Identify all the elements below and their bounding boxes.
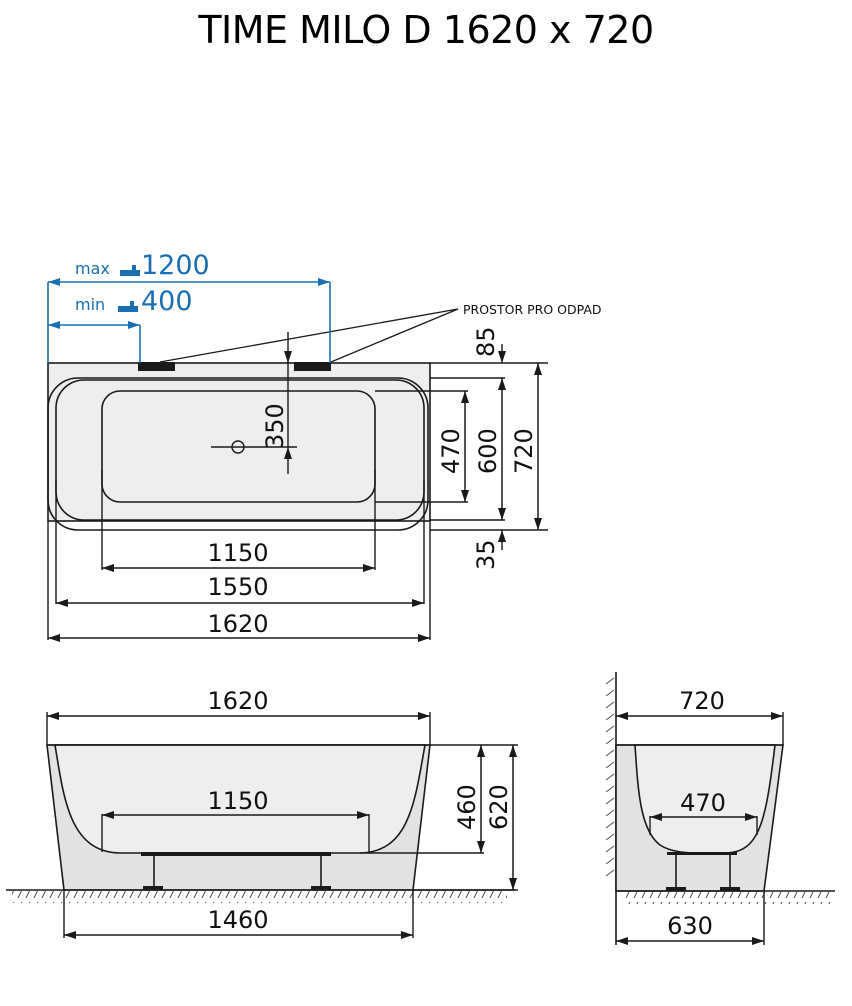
tap-icon — [118, 301, 138, 312]
tap-icon — [120, 265, 140, 276]
tap-min-value: 400 — [141, 286, 193, 317]
dim-inner-length: 1150 — [207, 539, 268, 567]
dim-total-height: 620 — [485, 784, 513, 830]
top-view: PROSTOR PRO ODPAD 350 max 1200 min 400 4… — [47, 250, 602, 642]
dim-front-top-length: 1620 — [207, 687, 268, 715]
dim-front-inner-length: 1150 — [207, 787, 268, 815]
tub-rim — [47, 377, 429, 531]
front-view: 1620 1150 1460 460 620 — [6, 687, 518, 939]
dim-rim-length: 1550 — [207, 573, 268, 601]
dim-drain-offset: 350 — [261, 403, 289, 449]
drain-space-label: PROSTOR PRO ODPAD — [463, 302, 602, 317]
floor-hatch — [12, 891, 507, 903]
tap-min-prefix: min — [75, 295, 105, 314]
dim-side-inner-width: 470 — [680, 789, 726, 817]
tap-max-prefix: max — [75, 259, 110, 278]
dim-total-length: 1620 — [207, 610, 268, 638]
dim-side-base-width: 630 — [667, 912, 713, 940]
dim-rim-width: 600 — [474, 428, 502, 474]
dim-total-width: 720 — [510, 428, 538, 474]
dim-front-base-length: 1460 — [207, 906, 268, 934]
dim-inner-width: 470 — [437, 428, 465, 474]
drawing-title: TIME MILO D 1620 x 720 — [198, 8, 654, 52]
dim-inner-depth: 460 — [453, 784, 481, 830]
dim-side-top-width: 720 — [679, 687, 725, 715]
dim-top-margin: 85 — [472, 326, 500, 357]
floor-hatch — [626, 892, 831, 904]
dim-bottom-margin: 35 — [472, 539, 500, 570]
side-view: 720 470 630 — [605, 672, 835, 945]
tap-max-value: 1200 — [141, 250, 210, 281]
wall-hatch — [605, 677, 615, 877]
drain-space-right — [294, 362, 331, 371]
drain-space-left — [138, 362, 175, 371]
